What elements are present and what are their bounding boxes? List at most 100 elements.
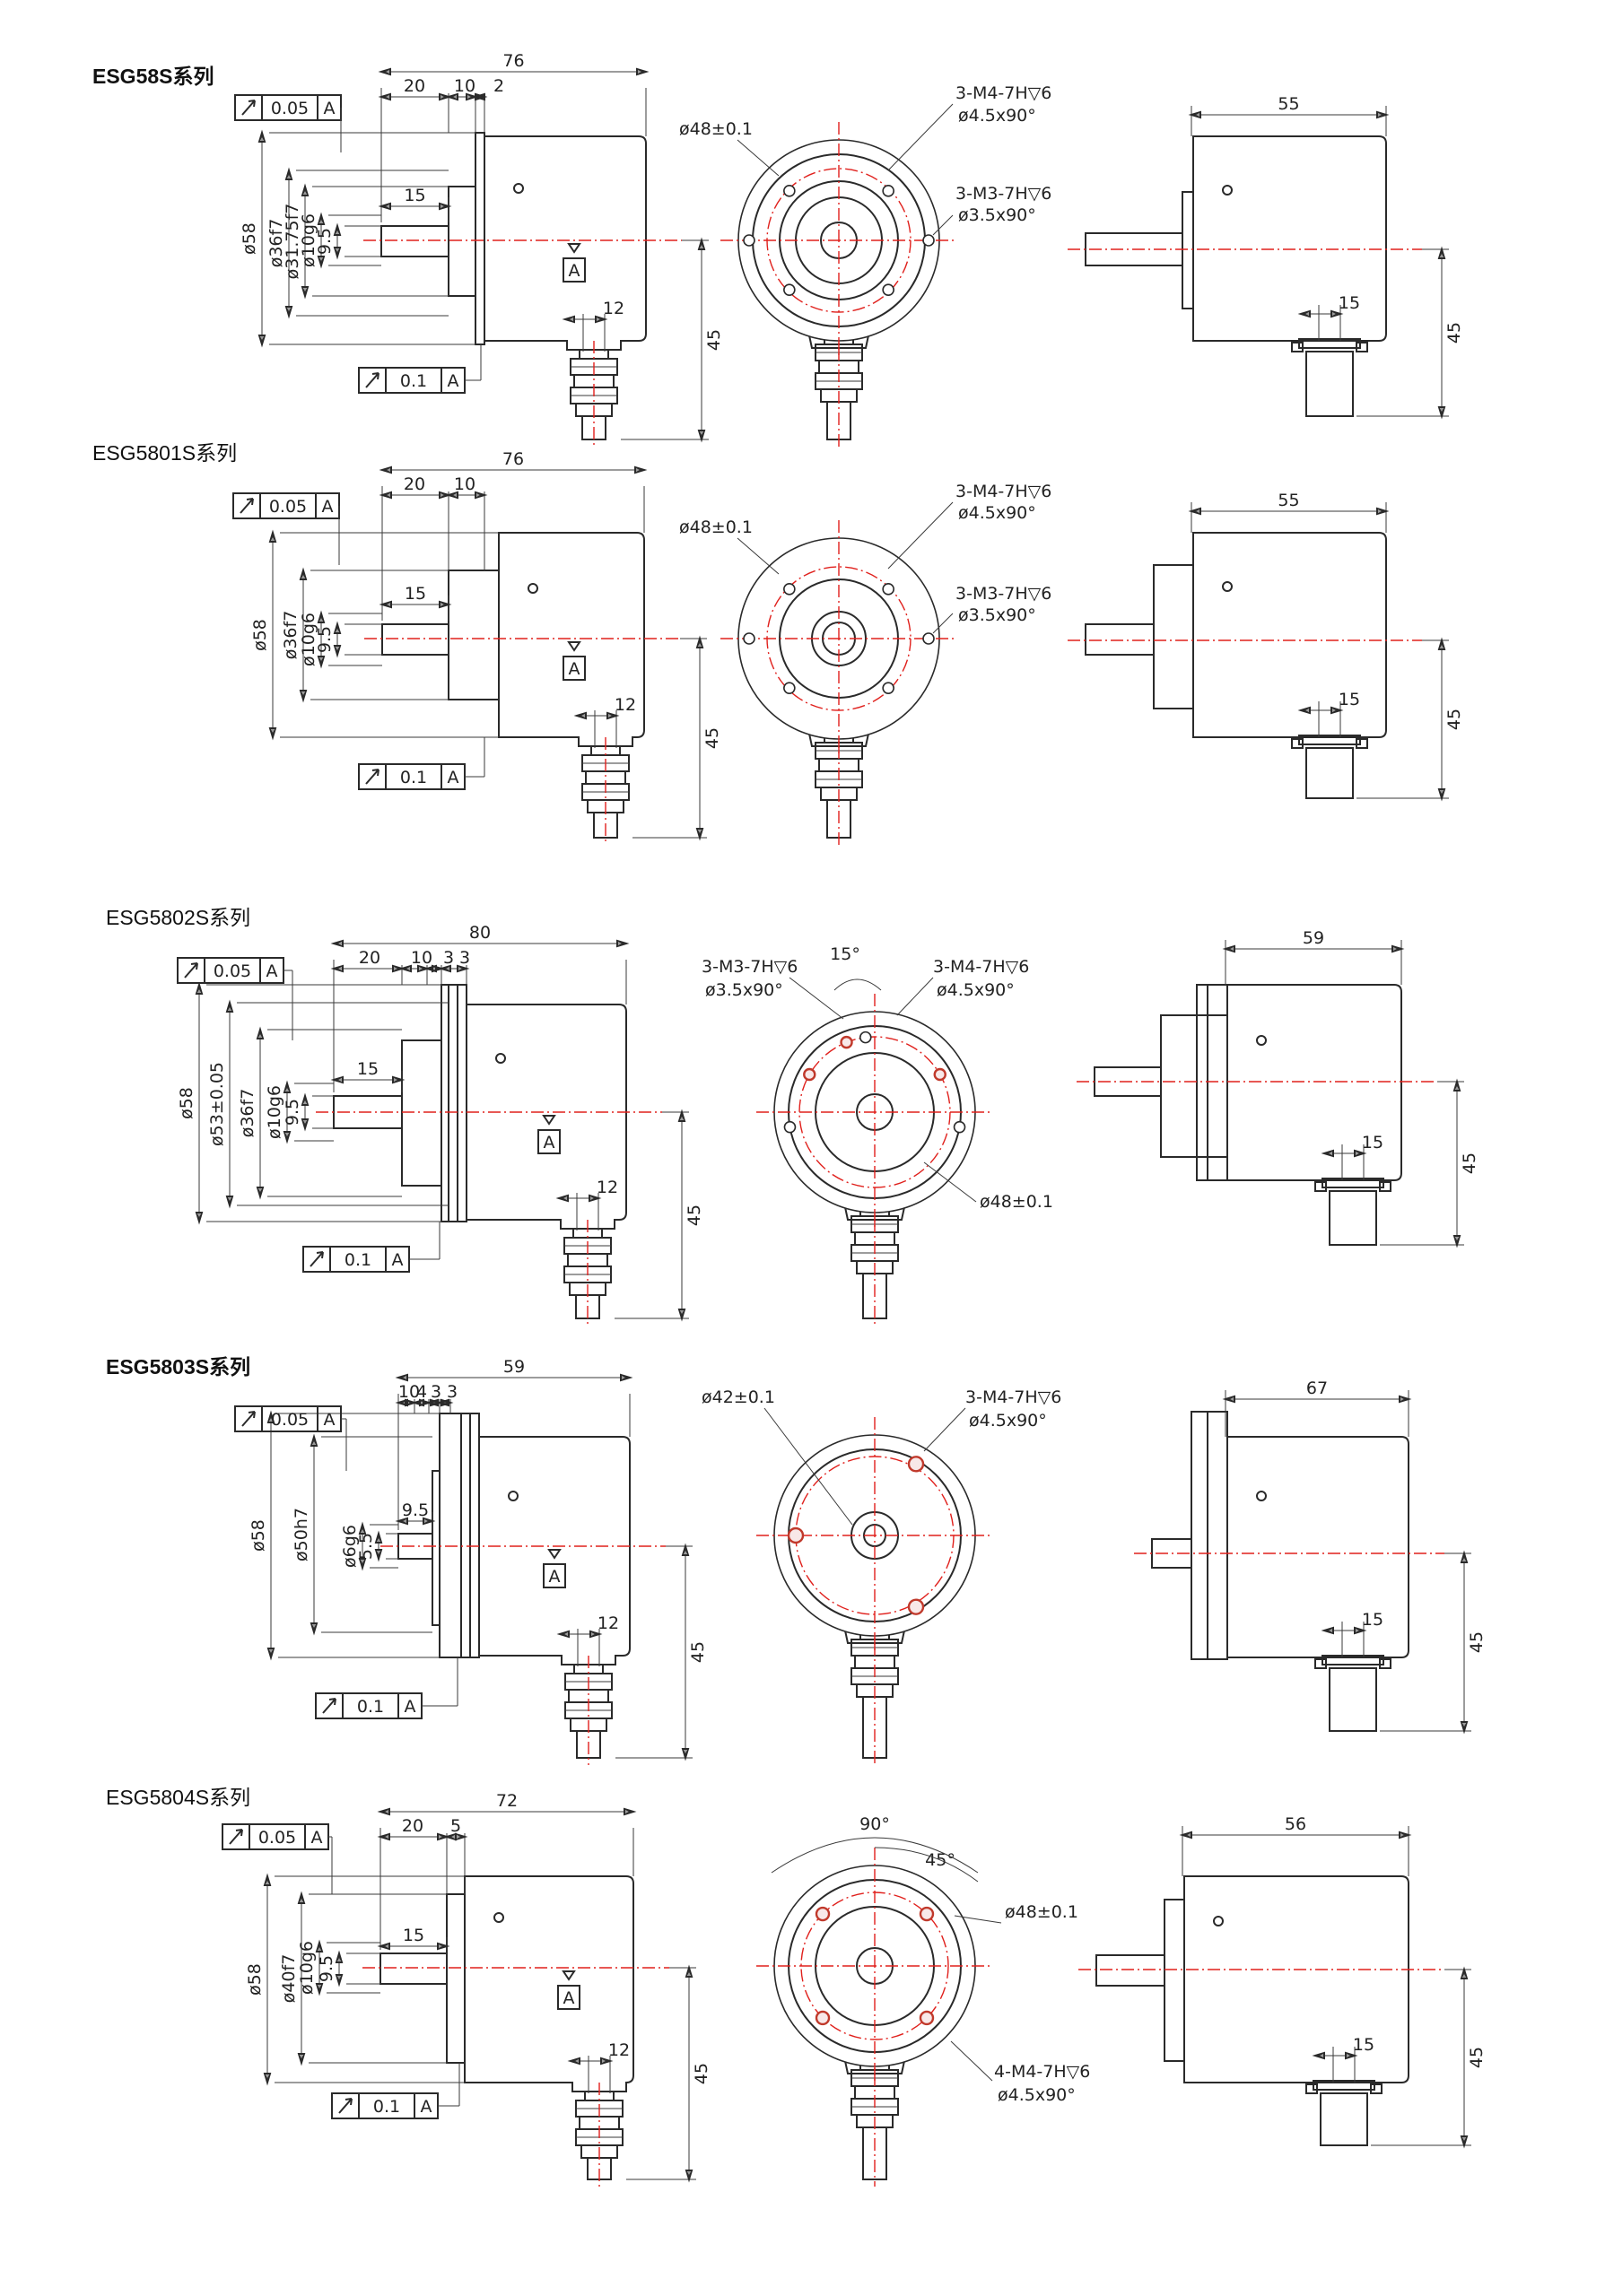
csk1-label: ø4.5x90°	[969, 1411, 1047, 1431]
arrowhead	[333, 222, 342, 236]
arrowhead	[438, 964, 451, 973]
runout-symbol	[184, 962, 198, 978]
arrowhead	[395, 1373, 408, 1382]
arrowhead	[634, 465, 648, 474]
height-label: 45	[704, 329, 724, 351]
thread2-label: 3-M3-7H▽6	[955, 184, 1051, 204]
arrowhead	[301, 1118, 310, 1132]
rear-screw	[1256, 1035, 1267, 1046]
leader-line	[737, 537, 780, 575]
mounting-hole	[922, 234, 935, 247]
arrowhead	[266, 1410, 275, 1423]
angle-arc	[771, 1837, 979, 1874]
arrowhead	[374, 1549, 383, 1562]
tolerance-bottom: 0.1	[357, 1697, 384, 1717]
step-length-label: 20	[402, 1816, 423, 1836]
leader-line	[954, 1915, 1002, 1924]
diameter-label: 9.5	[283, 1099, 302, 1126]
csk1-label: ø4.5x90°	[937, 980, 1015, 1000]
step-length-label: 10	[454, 76, 475, 96]
section-title-esg5802s: ESG5802S系列	[106, 906, 251, 929]
arrowhead	[317, 656, 326, 669]
tolerance-top: 0.05	[258, 1828, 296, 1848]
mounting-hole	[815, 2010, 831, 2026]
arrowhead	[1376, 507, 1390, 516]
height-label: 45	[692, 2063, 711, 2084]
arrowhead	[1222, 944, 1235, 953]
rear-cable-label: 15	[1362, 1610, 1383, 1630]
runout-symbol	[365, 769, 379, 785]
arrowhead	[379, 600, 392, 609]
arrowhead	[1330, 706, 1344, 715]
arrowhead	[1437, 246, 1446, 259]
arrowhead	[681, 1748, 690, 1761]
arrowhead	[335, 1974, 344, 1987]
arrowhead	[475, 491, 488, 500]
datum-ref: A	[392, 1250, 404, 1270]
rear-flange	[1191, 1411, 1228, 1660]
arrowhead	[374, 1530, 383, 1544]
arrowhead	[437, 1942, 450, 1951]
arrowhead	[441, 1398, 454, 1407]
section-title-esg58s: ESG58S系列	[92, 65, 214, 88]
leader-line	[896, 977, 934, 1016]
pcd-label: ø48±0.1	[980, 1192, 1053, 1212]
pcd-label: ø42±0.1	[702, 1387, 775, 1407]
diameter-label: 9.5	[315, 626, 335, 653]
encoder-flange	[439, 1413, 480, 1658]
arrowhead	[317, 212, 326, 225]
arrowhead	[624, 1807, 637, 1816]
tolerance-top: 0.05	[214, 961, 251, 981]
arrowhead	[1399, 1395, 1412, 1404]
total-length-label: 59	[503, 1357, 525, 1377]
mounting-hole	[783, 682, 796, 694]
shaft-length-label: 15	[403, 1926, 424, 1945]
rear-cable-label: 15	[1353, 2035, 1374, 2055]
leader-line	[950, 2040, 993, 2082]
diameter-label: ø58	[250, 619, 270, 651]
mounting-hole	[783, 1120, 797, 1134]
arrowhead	[266, 1648, 275, 1661]
arrowhead	[1297, 309, 1311, 318]
datum-label: A	[544, 1133, 555, 1152]
diameter-label: ø31.75f7	[283, 204, 302, 280]
arrowhead	[301, 286, 310, 300]
mounting-hole	[907, 1598, 925, 1615]
arrowhead	[466, 92, 479, 101]
mounting-hole	[882, 682, 894, 694]
angle-arc	[833, 978, 882, 991]
arrowhead	[681, 1543, 690, 1556]
mounting-hole	[803, 1067, 816, 1082]
rear-height-label: 45	[1444, 709, 1464, 730]
shaft-length-label: 15	[404, 186, 425, 205]
front-view-5: 90°45°ø48±0.14-M4-7H▽6ø4.5x90°	[756, 1814, 1090, 2187]
arrowhead	[595, 315, 608, 324]
leader-line	[923, 1407, 966, 1452]
mounting-hole	[919, 2010, 935, 2026]
diameter-label: ø58	[249, 1519, 268, 1552]
step-length-label: 2	[493, 76, 504, 96]
arrowhead	[1452, 1078, 1461, 1091]
arrowhead	[457, 964, 470, 973]
arrowhead	[685, 1964, 693, 1978]
diameter-label: ø10g6	[265, 1085, 284, 1139]
arrowhead	[555, 1194, 569, 1203]
thread1-label: 3-M4-7H▽6	[955, 83, 1051, 103]
arrowhead	[263, 1873, 272, 1886]
mounting-hole	[840, 1035, 853, 1049]
rear-screw	[1213, 1916, 1224, 1926]
arrowhead	[310, 1433, 318, 1447]
arrowhead	[419, 1398, 432, 1407]
rear-flange	[1164, 1899, 1185, 2062]
rear-body	[1226, 1436, 1409, 1658]
arrowhead	[1188, 507, 1201, 516]
thread1-label: 3-M4-7H▽6	[933, 957, 1029, 977]
cable-gland	[815, 725, 863, 845]
cable-width-label: 12	[615, 695, 636, 715]
datum-box	[563, 257, 586, 283]
arrowhead	[283, 1131, 292, 1144]
